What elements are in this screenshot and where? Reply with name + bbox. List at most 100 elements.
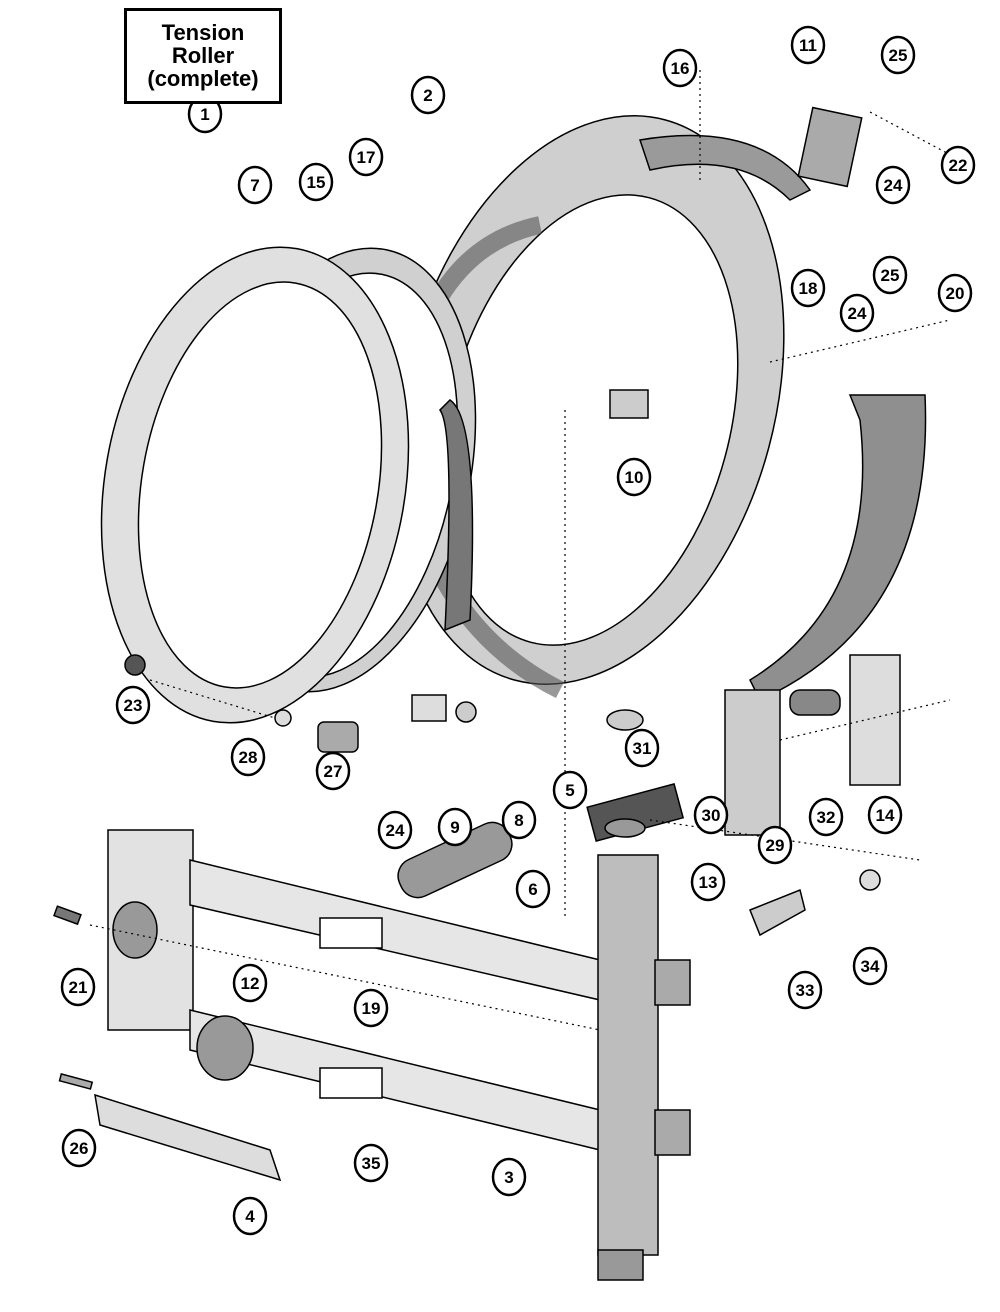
callout-circle [872, 255, 908, 295]
callout-circle [662, 48, 698, 88]
callout-number: 28 [239, 748, 258, 767]
callout-24: 24 [377, 810, 413, 850]
callout-number: 26 [70, 1139, 89, 1158]
callout-9: 9 [437, 807, 473, 847]
callout-number: 34 [861, 957, 880, 976]
callout-16: 16 [662, 48, 698, 88]
callout-circle [491, 1157, 527, 1197]
callout-circle [230, 737, 266, 777]
callout-number: 24 [848, 304, 867, 323]
callout-number: 15 [307, 173, 326, 192]
callout-circle [808, 797, 844, 837]
callout-number: 29 [766, 836, 785, 855]
callout-circle [624, 728, 660, 768]
callout-5: 5 [552, 770, 588, 810]
callout-circle [237, 165, 273, 205]
callout-15: 15 [298, 162, 334, 202]
callout-10: 10 [616, 457, 652, 497]
callout-circle [757, 825, 793, 865]
callout-17: 17 [348, 137, 384, 177]
callout-12: 12 [232, 963, 268, 1003]
callout-number: 25 [881, 266, 900, 285]
callout-circle [515, 869, 551, 909]
callout-7: 7 [237, 165, 273, 205]
ring-segment-part [639, 134, 812, 201]
callout-circle [298, 162, 334, 202]
callout-circle [115, 685, 151, 725]
callout-number: 32 [817, 808, 836, 827]
callout-2: 2 [410, 75, 446, 115]
callout-circle [552, 770, 588, 810]
callout-28: 28 [230, 737, 266, 777]
callout-number: 13 [699, 873, 718, 892]
callout-number: 33 [796, 981, 815, 1000]
callout-number: 21 [69, 978, 88, 997]
callout-circle [693, 795, 729, 835]
callout-circle [787, 970, 823, 1010]
callout-number: 27 [324, 762, 343, 781]
title-line-3: (complete) [147, 66, 259, 91]
callout-circle [315, 751, 351, 791]
title-line-2: Roller [171, 43, 235, 68]
callout-22: 22 [940, 145, 976, 185]
callout-27: 27 [315, 751, 351, 791]
callout-13: 13 [690, 862, 726, 902]
callout-number: 35 [362, 1154, 381, 1173]
callout-14: 14 [867, 795, 903, 835]
callout-number: 25 [889, 46, 908, 65]
callout-circle [410, 75, 446, 115]
callout-18: 18 [790, 268, 826, 308]
callout-number: 23 [124, 696, 143, 715]
bracket-14 [849, 654, 901, 786]
parts-drawing [53, 70, 961, 1281]
callout-circle [880, 35, 916, 75]
bracket-11 [797, 106, 863, 188]
callout-number: 18 [799, 279, 818, 298]
callout-20: 20 [937, 273, 973, 313]
callout-circle [437, 807, 473, 847]
callout-number: 8 [514, 811, 523, 830]
callout-circle [940, 145, 976, 185]
callout-circle [232, 1196, 268, 1236]
callout-number: 2 [423, 86, 432, 105]
callout-number: 3 [504, 1168, 513, 1187]
callout-circle [61, 1128, 97, 1168]
callout-3: 3 [491, 1157, 527, 1197]
callout-number: 12 [241, 974, 260, 993]
frame-rail-bottom [189, 1009, 601, 1151]
callout-number: 14 [876, 806, 895, 825]
callout-number: 11 [799, 36, 817, 55]
title-line-1: Tension [161, 20, 245, 45]
callout-6: 6 [515, 869, 551, 909]
callout-35: 35 [353, 1143, 389, 1183]
callout-circle [690, 862, 726, 902]
callout-number: 6 [528, 880, 537, 899]
callout-number: 20 [946, 284, 965, 303]
callout-number: 22 [949, 156, 968, 175]
callout-circle [839, 293, 875, 333]
callout-circle [875, 165, 911, 205]
callout-8: 8 [501, 800, 537, 840]
callout-circle [348, 137, 384, 177]
callout-number: 24 [386, 821, 405, 840]
callout-4: 4 [232, 1196, 268, 1236]
callout-number: 19 [362, 999, 381, 1018]
callout-circle [60, 967, 96, 1007]
upright-post [597, 854, 659, 1256]
callout-number: 30 [702, 806, 721, 825]
callout-circle [616, 457, 652, 497]
callout-31: 31 [624, 728, 660, 768]
callout-circle [232, 963, 268, 1003]
block-29 [724, 689, 781, 836]
callout-circle [377, 810, 413, 850]
callout-19: 19 [353, 988, 389, 1028]
callout-30: 30 [693, 795, 729, 835]
callout-circle [937, 273, 973, 313]
callout-number: 4 [245, 1207, 255, 1226]
callout-number: 9 [450, 818, 459, 837]
callout-29: 29 [757, 825, 793, 865]
callout-21: 21 [60, 967, 96, 1007]
callout-circle [353, 1143, 389, 1183]
callout-26: 26 [61, 1128, 97, 1168]
